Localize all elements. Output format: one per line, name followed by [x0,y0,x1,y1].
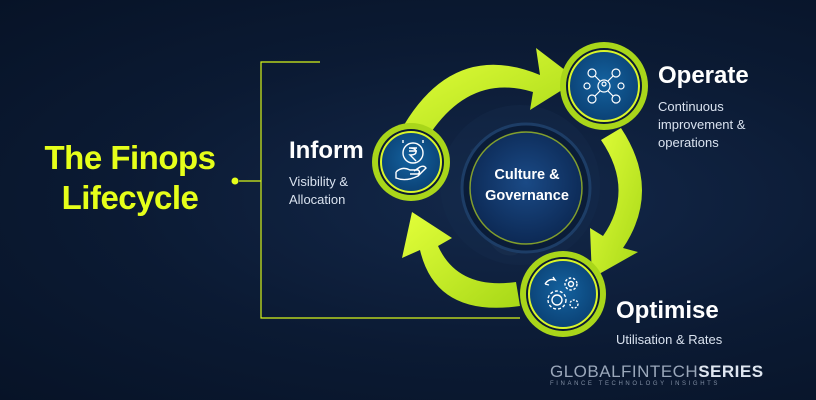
operate-desc-line-2: improvement & [658,117,746,132]
inform-desc-line-1: Visibility & [289,174,349,189]
logo-part-series: SERIES [698,362,764,381]
title-line-1: The Finops [44,139,217,176]
title-connector-dot [231,177,239,185]
operate-desc-line-1: Continuous [658,99,724,114]
gears-icon [544,276,579,310]
title-bracket [239,61,520,319]
operate-title: Operate [658,62,749,89]
inform-description: Visibility & Allocation [289,173,348,209]
logo-part-fintech: FINTECH [621,362,699,381]
lifecycle-title: The Finops Lifecycle [30,138,230,218]
arrow-optimise-to-inform [402,212,520,308]
operate-node [560,42,648,130]
center-line-2: Governance [485,188,569,204]
optimise-title: Optimise [616,297,719,324]
logo-part-global: GLOBAL [550,362,622,381]
center-label: Culture & Governance [467,165,587,207]
operate-desc-line-3: operations [658,135,719,150]
inform-title: Inform [289,137,364,164]
global-fintech-series-logo: GLOBALFINTECHSERIES FINANCE TECHNOLOGY I… [550,362,765,387]
inform-desc-line-2: Allocation [289,192,346,207]
arrow-operate-to-optimise [590,128,643,278]
optimise-node [520,251,606,337]
rupee-coin-hand-icon [395,140,427,181]
logo-tagline: FINANCE TECHNOLOGY INSIGHTS [550,381,720,387]
center-line-1: Culture & [494,167,560,183]
optimise-desc-line-1: Utilisation & Rates [616,332,723,347]
inform-node [372,123,450,201]
people-network-icon [583,68,625,104]
title-line-2: Lifecycle [61,179,199,216]
optimise-description: Utilisation & Rates [616,331,722,349]
center-circle [460,122,592,254]
operate-description: Continuous improvement & operations [658,98,745,152]
logo-wordmark: GLOBALFINTECHSERIES [550,362,765,382]
